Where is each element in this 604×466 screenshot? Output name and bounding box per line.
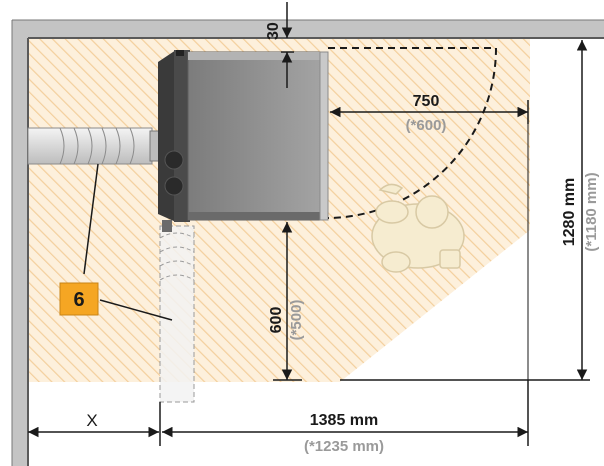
side-clearance-value: 750 bbox=[413, 93, 440, 110]
flue-duct bbox=[27, 127, 163, 165]
technician-figure bbox=[371, 183, 465, 273]
top-clearance-dimension bbox=[281, 2, 294, 88]
front-clearance-dimension bbox=[273, 222, 302, 381]
room-width-value: 1385 mm bbox=[310, 412, 379, 429]
top-clearance-label: 30 bbox=[265, 22, 282, 40]
front-clearance-value: 600 bbox=[268, 307, 285, 334]
side-clearance-dimension bbox=[330, 100, 529, 124]
room-width-alt: (*1235 mm) bbox=[304, 438, 384, 455]
room-depth-dimension bbox=[340, 40, 590, 381]
door-swing-arc bbox=[327, 47, 498, 219]
front-clearance-alt: (*500) bbox=[288, 300, 305, 341]
callout-box bbox=[59, 282, 99, 316]
callout-6: 6 bbox=[59, 163, 173, 321]
boiler-unit bbox=[158, 50, 329, 222]
wall-offset-label: X bbox=[86, 411, 97, 430]
room-depth-alt: (*1180 mm) bbox=[583, 172, 600, 251]
room-width-dimension bbox=[162, 380, 529, 446]
wall-offset-dimension bbox=[28, 402, 161, 446]
room-depth-value: 1280 mm bbox=[561, 178, 578, 247]
side-clearance-alt: (*600) bbox=[406, 117, 447, 134]
callout-label: 6 bbox=[73, 289, 84, 311]
room-walls bbox=[11, 19, 604, 466]
vertical-pipe bbox=[159, 220, 195, 403]
